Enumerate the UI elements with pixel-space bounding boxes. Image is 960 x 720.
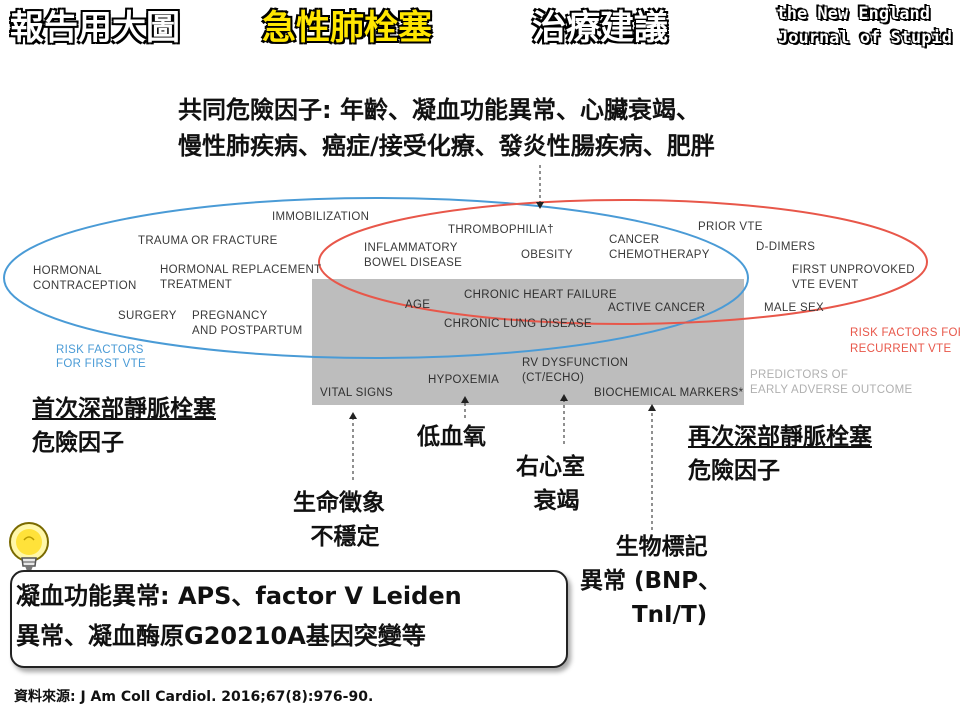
arrow-hypoxemia [461,396,469,418]
label-chronic-lung-disease: CHRONIC LUNG DISEASE [444,318,592,330]
label-prior-vte: PRIOR VTE [698,221,763,233]
label-recurrent-title-2: RECURRENT VTE [850,343,951,355]
first-vte-annotation-line-2: 危險因子 [32,430,124,456]
source-citation: 資料來源: J Am Coll Cardiol. 2016;67(8):976-… [14,689,374,705]
label-male-sex: MALE SEX [764,302,824,314]
title-highlight: 急性肺栓塞 [262,8,432,48]
rv-failure-line-1: 右心室 [516,454,585,480]
label-rv-dysfunction: RV DYSFUNCTION [522,357,628,369]
label-pregnancy: PREGNANCY [192,310,268,322]
biomarker-line-2: 異常 (BNP、 [580,568,722,594]
callout-line-2: 異常、凝血酶原G20210A基因突變等 [16,622,426,650]
arrow-common-to-thrombophilia [536,165,544,209]
label-thrombophilia: THROMBOPHILIA† [448,224,554,236]
label-treatment: TREATMENT [160,279,232,291]
label-trauma-fracture: TRAUMA OR FRACTURE [138,235,278,247]
label-immobilization: IMMOBILIZATION [272,211,369,223]
coagulopathy-callout-box [10,570,568,668]
biomarker-line-3: TnI/T) [631,602,708,628]
label-ct-echo: (CT/ECHO) [522,372,584,384]
vital-signs-line-2: 不穩定 [310,524,380,550]
label-vital-signs: VITAL SIGNS [320,387,393,399]
recurrent-vte-annotation-line-2: 危險因子 [688,458,780,484]
recurrent-vte-annotation: 再次深部靜脈栓塞 危險因子 [688,420,872,488]
callout-line-1: 凝血功能異常: APS、factor V Leiden [16,582,462,610]
first-vte-annotation-line-1: 首次深部靜脈栓塞 [32,396,216,422]
common-risk-line-1: 共同危險因子: 年齡、凝血功能異常、心臟衰竭、 [178,96,700,124]
label-first-vte-title-1: RISK FACTORS [56,344,144,356]
vital-signs-line-1: 生命徵象 [293,490,385,516]
label-predictors-title-1: PREDICTORS OF [750,369,848,381]
title-suffix: 治療建議 [532,8,668,48]
label-age: AGE [405,299,430,311]
biomarker-annotation: 生物標記 異常 (BNP、 TnI/T) [580,530,721,632]
rv-failure-line-2: 衰竭 [533,488,580,514]
recurrent-vte-ellipse [318,199,928,325]
first-vte-annotation: 首次深部靜脈栓塞 危險因子 [32,392,216,460]
label-chemotherapy: CHEMOTHERAPY [609,249,710,261]
coagulopathy-callout-text: 凝血功能異常: APS、factor V Leiden 異常、凝血酶原G2021… [16,576,462,656]
brand-line-1: the New England [776,4,930,24]
label-recurrent-title-1: RISK FACTORS FOR [850,327,960,339]
label-surgery: SURGERY [118,310,177,322]
vital-signs-annotation: 生命徵象 不穩定 [293,486,385,554]
label-cancer: CANCER [609,234,659,246]
label-postpartum: AND POSTPARTUM [192,325,302,337]
label-predictors-title-2: EARLY ADVERSE OUTCOME [750,384,912,396]
label-hormonal: HORMONAL [33,265,102,277]
arrow-rv-dysfunction [560,394,568,444]
common-risk-line-2: 慢性肺疾病、癌症/接受化療、發炎性腸疾病、肥胖 [178,132,715,160]
rv-failure-annotation: 右心室 衰竭 [516,450,585,518]
title-prefix: 報告用大圖 [10,8,180,48]
arrow-vital-signs [349,412,357,480]
label-first-unprovoked: FIRST UNPROVOKED [792,264,915,276]
first-vte-ellipse [3,197,749,359]
label-chronic-heart-failure: CHRONIC HEART FAILURE [464,289,617,301]
label-active-cancer: ACTIVE CANCER [608,302,705,314]
label-hormonal-replacement: HORMONAL REPLACEMENT [160,264,322,276]
brand-line-2: Journal of Stupid [778,28,952,48]
label-biochemical-markers: BIOCHEMICAL MARKERS* [594,387,744,399]
arrow-biochemical-markers [648,404,656,530]
label-hypoxemia: HYPOXEMIA [428,374,499,386]
hypoxemia-annotation: 低血氧 [417,424,486,450]
label-obesity: OBESITY [521,249,573,261]
label-inflammatory: INFLAMMATORY [364,242,458,254]
recurrent-vte-annotation-line-1: 再次深部靜脈栓塞 [688,424,872,450]
label-contraception: CONTRACEPTION [33,280,137,292]
label-first-vte-title-2: FOR FIRST VTE [56,358,146,370]
label-vte-event: VTE EVENT [792,279,859,291]
common-risk-factors: 共同危險因子: 年齡、凝血功能異常、心臟衰竭、 慢性肺疾病、癌症/接受化療、發炎… [178,92,715,164]
label-bowel-disease: BOWEL DISEASE [364,257,462,269]
label-d-dimers: D-DIMERS [756,241,815,253]
biomarker-line-1: 生物標記 [615,534,708,560]
lightbulb-icon [9,522,49,571]
